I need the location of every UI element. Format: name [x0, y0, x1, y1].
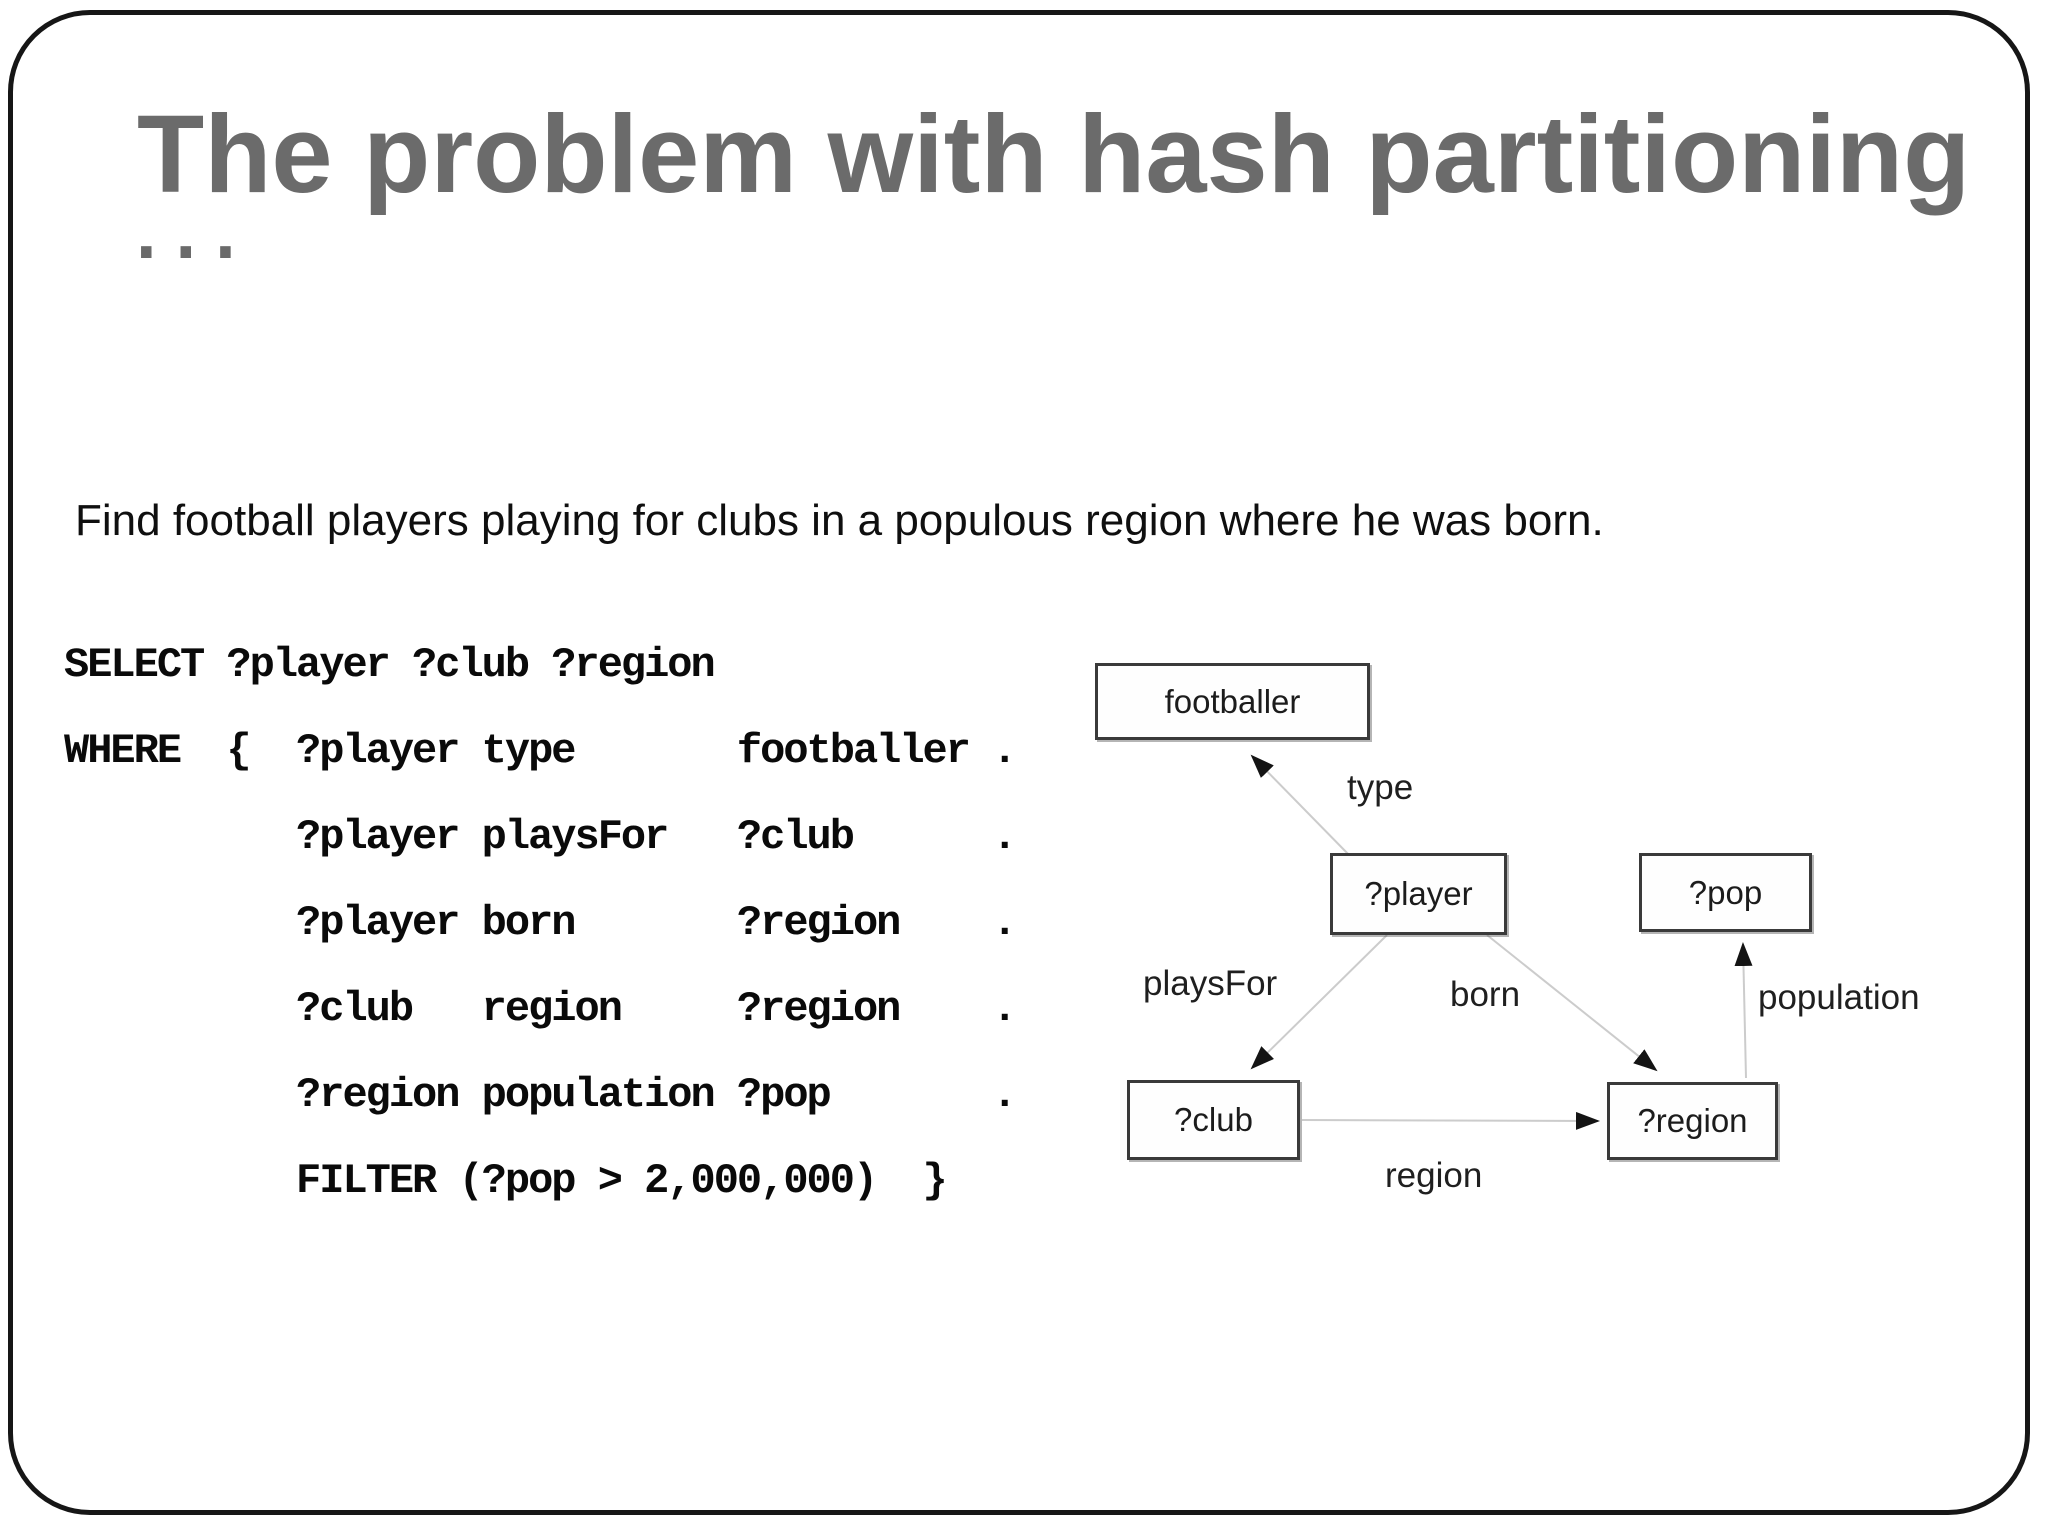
query-line: SELECT ?player ?club ?region: [64, 641, 716, 689]
edge-label-playsfor: playsFor: [1143, 964, 1278, 1003]
query-line: ?player born ?region .: [64, 899, 1017, 947]
node-pop: ?pop: [1639, 853, 1812, 932]
slide-border: [8, 10, 2030, 1515]
node-footballer-label: footballer: [1164, 682, 1301, 720]
slide-title: The problem with hash partitioning: [137, 92, 1971, 216]
query-line: ?club region ?region .: [64, 985, 1017, 1033]
node-club-label: ?club: [1174, 1101, 1253, 1138]
edge-label-population: population: [1758, 978, 1920, 1017]
query-line: WHERE { ?player type footballer .: [64, 727, 1017, 775]
node-region: ?region: [1607, 1082, 1778, 1160]
edge-label-region: region: [1385, 1156, 1483, 1195]
node-footballer: footballer: [1095, 663, 1370, 740]
slide-title-ellipsis: ...: [131, 159, 250, 282]
node-region-label: ?region: [1637, 1102, 1748, 1139]
query-line: ?region population ?pop .: [64, 1071, 1017, 1119]
node-pop-label: ?pop: [1688, 873, 1763, 911]
node-club: ?club: [1127, 1080, 1300, 1160]
node-player: ?player: [1330, 853, 1507, 935]
query-line: FILTER (?pop > 2,000,000) }: [64, 1157, 948, 1205]
query-line: ?player playsFor ?club .: [64, 813, 1017, 861]
task-description: Find football players playing for clubs …: [75, 496, 1604, 545]
sparql-query-block: SELECT ?player ?club ?region WHERE { ?pl…: [64, 622, 1017, 1224]
edge-label-type: type: [1347, 768, 1414, 807]
node-player-label: ?player: [1364, 875, 1473, 912]
edge-label-born: born: [1450, 975, 1521, 1014]
